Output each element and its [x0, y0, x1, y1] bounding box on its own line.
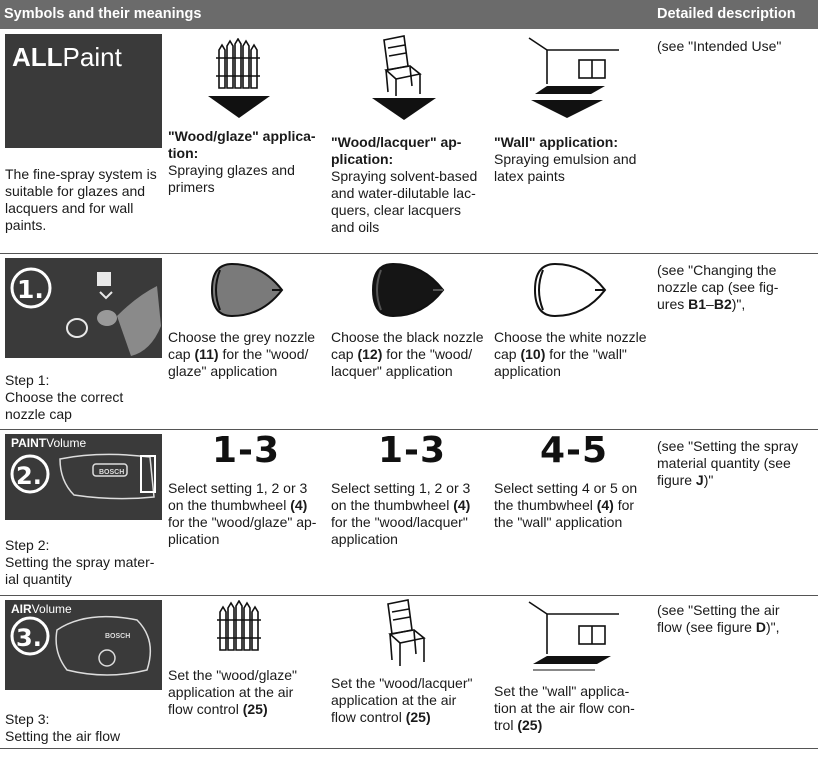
svg-text:1.: 1. — [17, 275, 44, 304]
fence-icon — [208, 38, 270, 118]
chair-icon — [372, 35, 436, 120]
row3-caption: Step 2:Setting the spray mater-ial quant… — [5, 537, 155, 587]
step1-tile: 1. — [5, 258, 162, 358]
row4-col1-text: Set the "wood/glaze"application at the a… — [168, 667, 298, 717]
row-divider — [0, 595, 818, 596]
header-symbols: Symbols and their meanings — [4, 6, 202, 22]
airvolume-label: AIRVolume — [11, 602, 72, 616]
black-nozzle-cap-icon — [371, 262, 445, 318]
row1-description: (see "Intended Use" — [657, 38, 782, 54]
header-description: Detailed description — [657, 6, 796, 22]
svg-text:3.: 3. — [16, 624, 42, 652]
allpaint-logo-tile: ALLPaint — [5, 34, 162, 148]
white-nozzle-cap-icon — [533, 262, 607, 318]
row-divider — [0, 748, 818, 749]
air-control-illustration: 3. BOSCH — [10, 615, 152, 676]
step3-tile: AIRVolume 3. BOSCH — [5, 600, 162, 690]
grey-nozzle-cap-icon — [210, 262, 284, 318]
row-divider — [0, 253, 818, 254]
allpaint-logo: ALLPaint — [12, 42, 122, 72]
svg-text:BOSCH: BOSCH — [99, 469, 124, 476]
svg-text:2.: 2. — [16, 462, 42, 490]
chair-icon — [387, 599, 426, 666]
row4-col3-text: Set the "wall" applica-tion at the air f… — [494, 683, 635, 733]
step2-tile: PAINTVolume 2. BOSCH — [5, 434, 162, 520]
nozzle-change-illustration: 1. — [10, 267, 161, 356]
table-header: Symbols and their meanings Detailed desc… — [0, 0, 818, 29]
paintvolume-label: PAINTVolume — [11, 436, 87, 450]
row4-caption: Step 3:Setting the air flow — [5, 711, 121, 744]
spray-gun-illustration: 2. BOSCH — [10, 453, 156, 500]
row-divider — [0, 429, 818, 430]
setting-value-wall: 4-5 — [540, 430, 609, 471]
row1-col2-text: "Wood/lacquer" ap-plication: Spraying so… — [331, 134, 478, 235]
wall-icon — [528, 601, 619, 671]
fence-icon — [217, 600, 261, 651]
wall-icon — [528, 37, 619, 118]
svg-text:BOSCH: BOSCH — [105, 633, 130, 640]
row1-col1-text: "Wood/glaze" applica-tion: Spraying glaz… — [168, 128, 316, 195]
setting-value-wood-lacquer: 1-3 — [378, 430, 447, 471]
row4-col2-text: Set the "wood/lacquer"application at the… — [331, 675, 473, 725]
setting-value-wood-glaze: 1-3 — [212, 430, 281, 471]
row1-col3-text: "Wall" application: Spraying emulsion an… — [494, 134, 637, 184]
